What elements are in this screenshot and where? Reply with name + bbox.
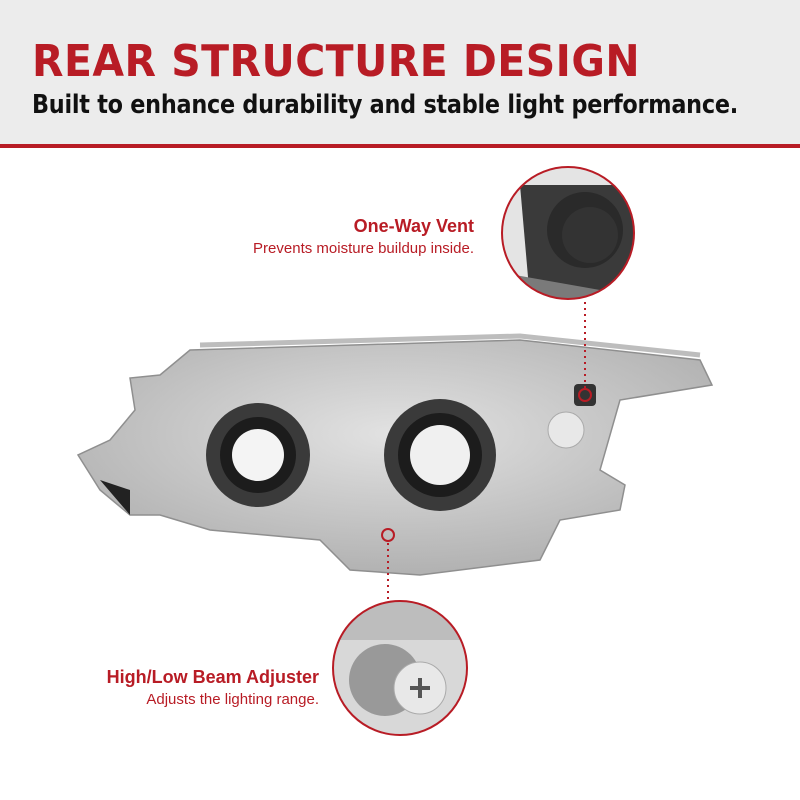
header-banner — [0, 0, 800, 144]
vent-marker — [578, 388, 592, 402]
header-divider — [0, 144, 800, 148]
adjuster-marker — [381, 528, 395, 542]
high-beam-socket — [384, 399, 496, 511]
vent-callout-description: Prevents moisture buildup inside. — [253, 240, 474, 257]
adjuster-callout-description: Adjusts the lighting range. — [146, 691, 319, 708]
vent-zoom-image — [502, 167, 634, 299]
vent-cap — [574, 384, 596, 406]
vent-callout-title: One-Way Vent — [353, 216, 474, 236]
page-subtitle: Built to enhance durability and stable l… — [32, 90, 738, 120]
adjuster-callout-title: High/Low Beam Adjuster — [106, 667, 319, 687]
page-title: REAR STRUCTURE DESIGN — [32, 36, 641, 87]
low-beam-socket — [206, 403, 310, 507]
